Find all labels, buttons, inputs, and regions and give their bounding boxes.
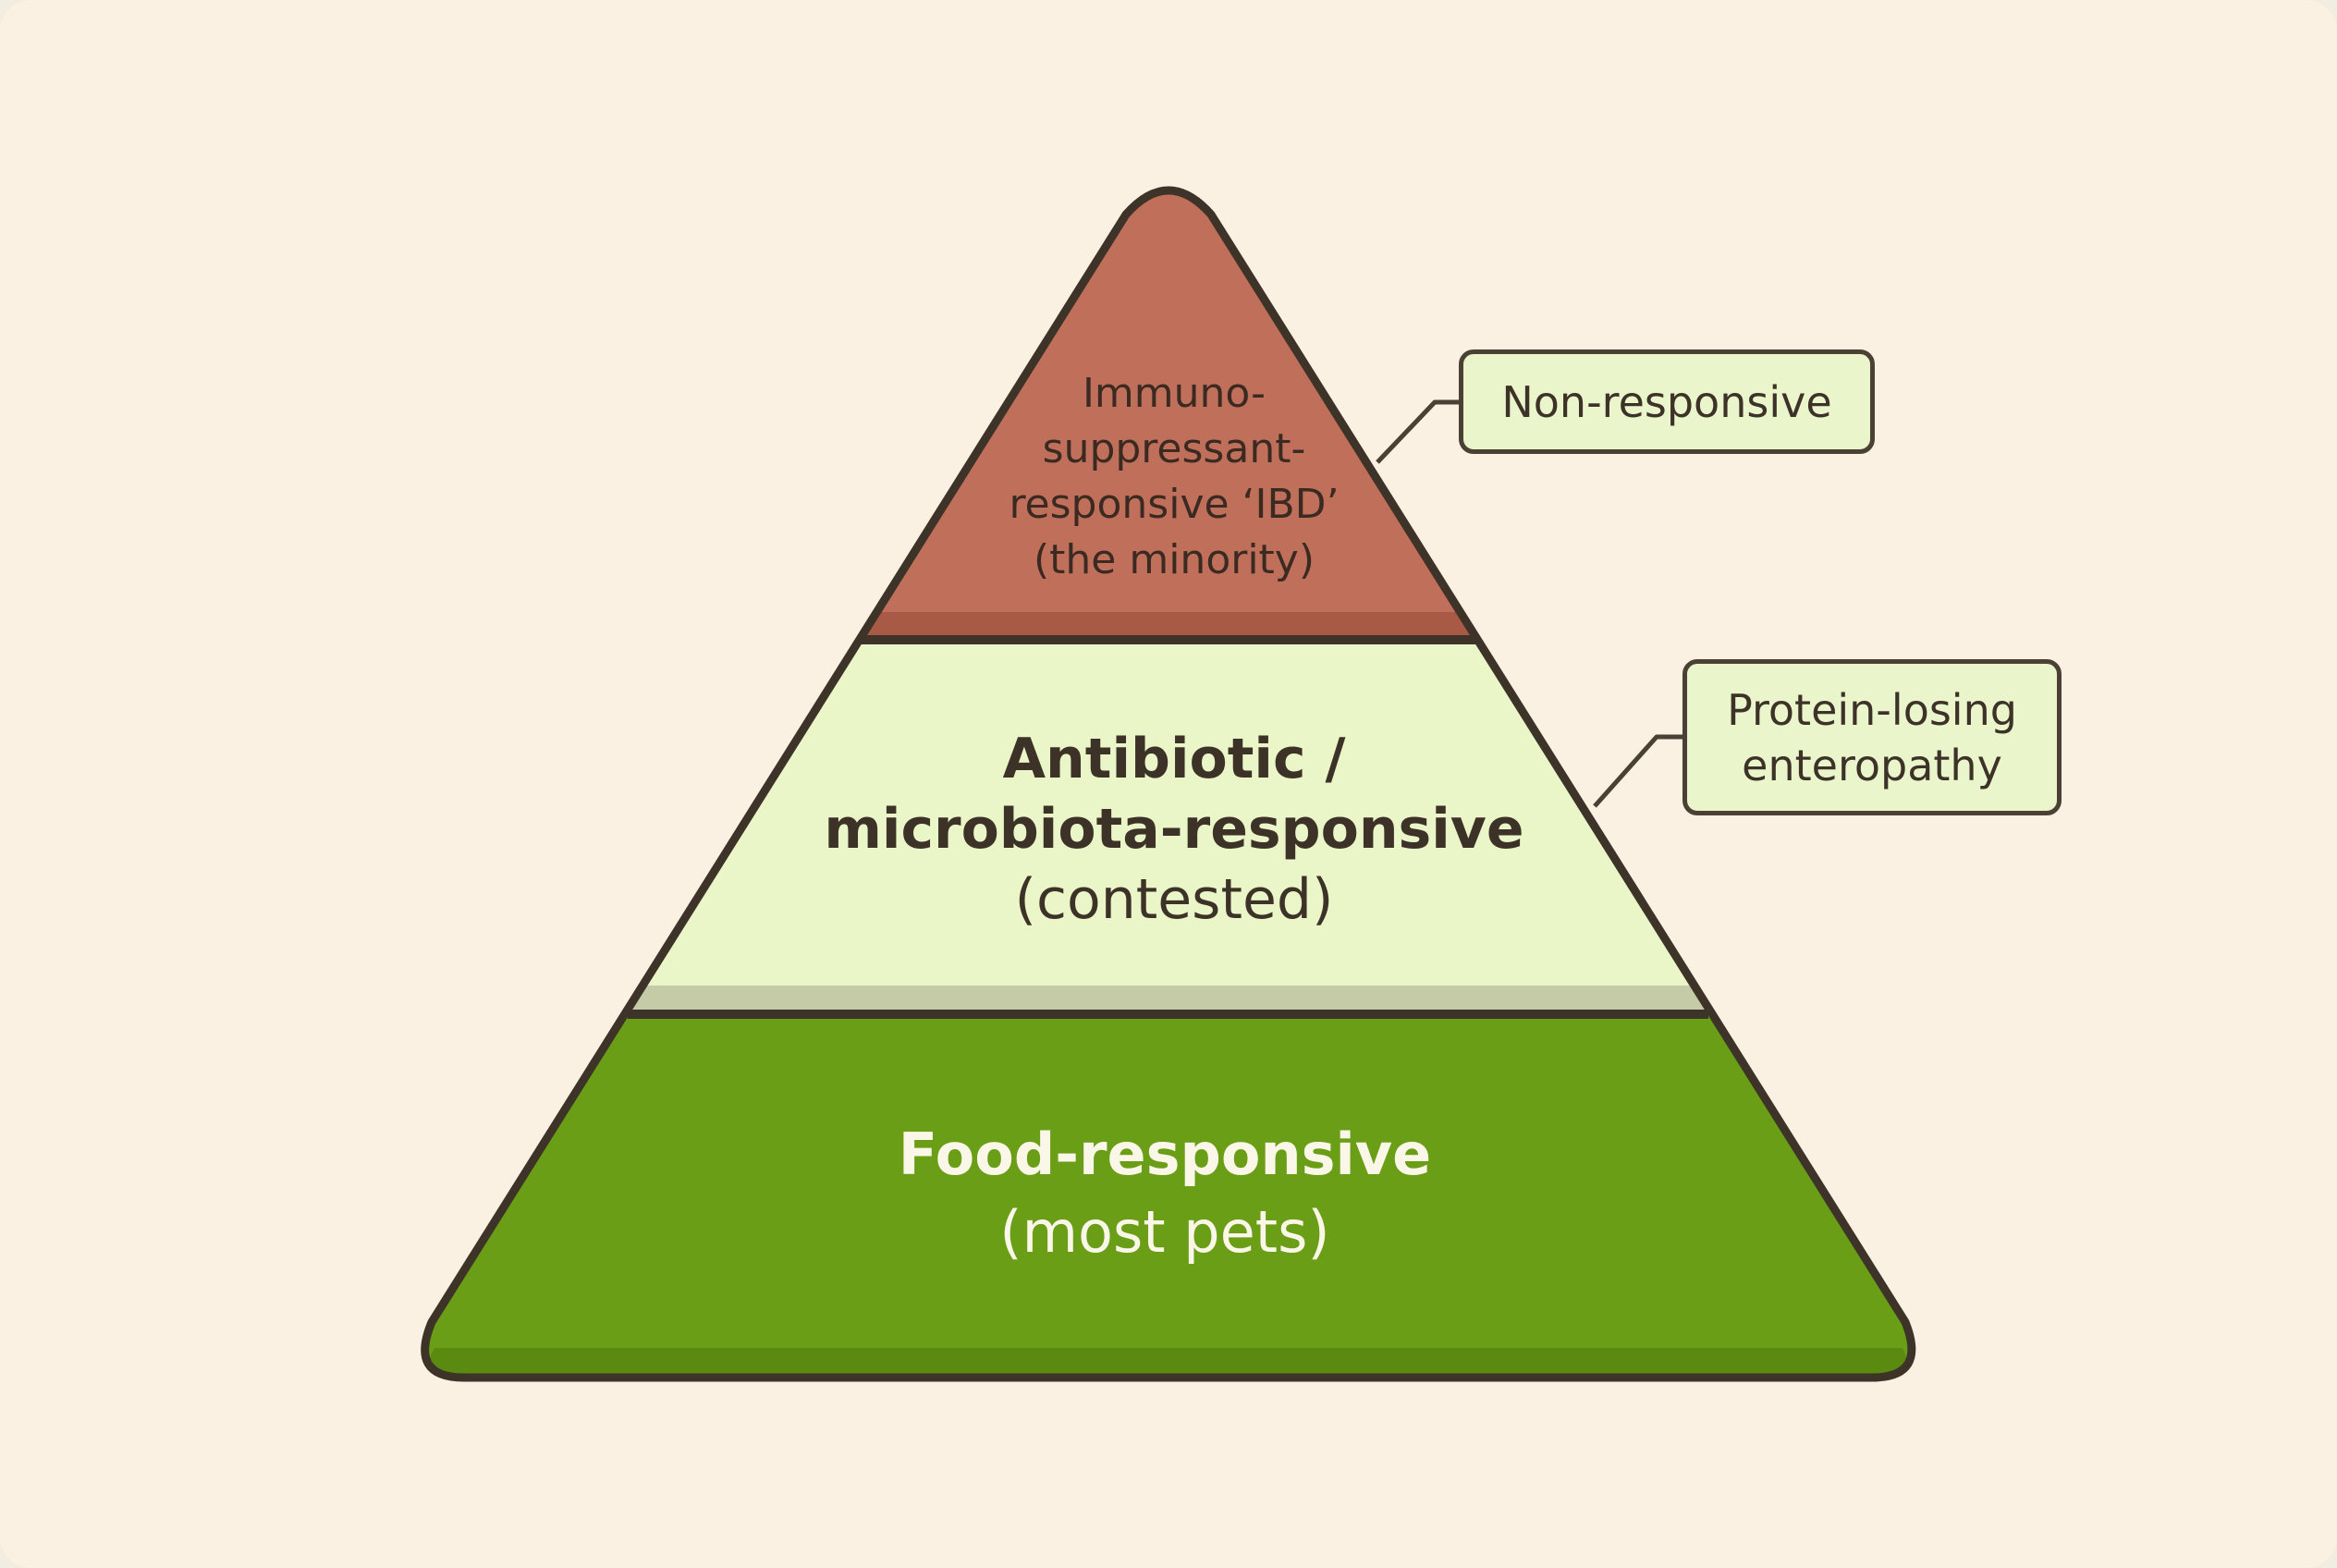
- pyramid-outline: [421, 186, 1916, 1382]
- tier-top-shadow: [862, 612, 1475, 643]
- tier-bottom-line-2: (most pets): [999, 1198, 1330, 1266]
- tier-bottom-shadow: [430, 1348, 1907, 1378]
- callout-middle-line-1: Protein-losing: [1727, 685, 2017, 735]
- callout-middle-line-2: enteropathy: [1742, 741, 2002, 790]
- tier-middle-label: Antibiotic / microbiota-responsive (cont…: [767, 724, 1581, 935]
- tier-top-line-2: suppressant-: [1042, 425, 1306, 472]
- tier-top-line-4: (the minority): [1033, 536, 1315, 583]
- tier-top-label: Immuno- suppressant- responsive ‘IBD’ (t…: [934, 366, 1414, 588]
- leader-line-middle: [1593, 734, 1682, 808]
- tier-bottom-shape: [424, 1015, 1912, 1378]
- tier-bottom-line-1: Food-responsive: [898, 1121, 1432, 1188]
- tier-top-line-3: responsive ‘IBD’: [1009, 481, 1340, 528]
- tier-middle-shadow: [628, 986, 1708, 1015]
- tier-middle-shape: [628, 643, 1708, 1015]
- tier-middle-line-2: microbiota-responsive: [824, 797, 1524, 862]
- leader-line-top: [1376, 399, 1459, 464]
- tier-top-shape: [862, 190, 1475, 643]
- callout-protein-losing-enteropathy: Protein-losing enteropathy: [1682, 659, 2062, 815]
- tier-middle-line-1: Antibiotic /: [1002, 727, 1346, 791]
- tier-bottom-label: Food-responsive (most pets): [795, 1116, 1535, 1271]
- callout-non-responsive: Non-responsive: [1459, 349, 1875, 454]
- callout-top-line-1: Non-responsive: [1501, 377, 1832, 427]
- tier-middle-line-3: (contested): [1014, 867, 1334, 932]
- tier-top-line-1: Immuno-: [1082, 370, 1266, 417]
